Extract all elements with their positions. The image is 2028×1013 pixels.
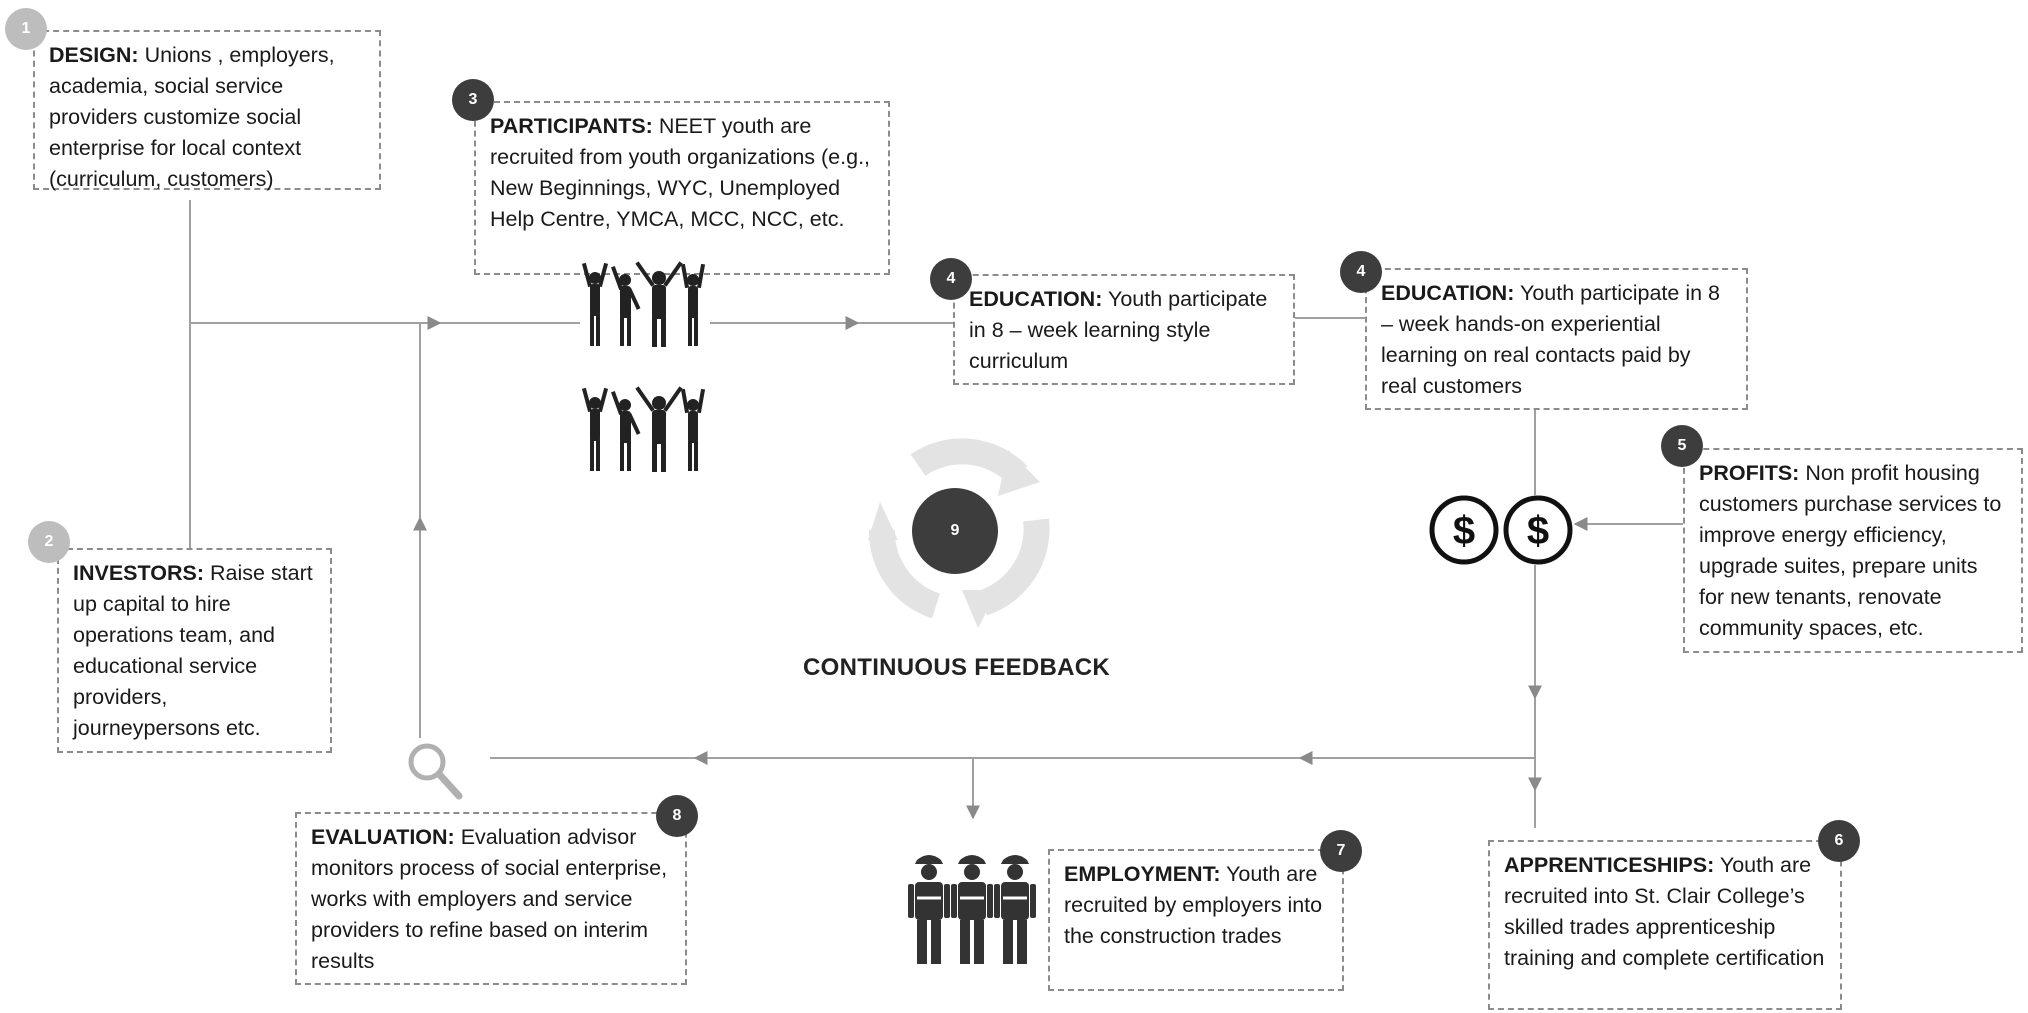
evaluation-box: EVALUATION: Evaluation advisor monitors … xyxy=(295,812,687,985)
evaluation-title: EVALUATION: xyxy=(311,825,455,849)
step-1-badge: 1 xyxy=(5,8,47,50)
education-1-box: EDUCATION: Youth participate in 8 – week… xyxy=(953,274,1295,385)
investors-title: INVESTORS: xyxy=(73,561,205,585)
education-1-text: Youth participate in 8 – week learning s… xyxy=(969,287,1268,373)
education-2-box: EDUCATION: Youth participate in 8 – week… xyxy=(1365,268,1748,410)
step-6-badge: 6 xyxy=(1818,820,1860,862)
investors-box: INVESTORS: Raise start up capital to hir… xyxy=(57,548,332,753)
svg-text:$: $ xyxy=(1453,509,1475,553)
design-title: DESIGN: xyxy=(49,43,139,67)
svg-text:$: $ xyxy=(1527,509,1549,553)
profits-box: PROFITS: Non profit housing customers pu… xyxy=(1683,448,2023,653)
step-7-badge: 7 xyxy=(1320,830,1362,872)
education-2-text: Youth participate in 8 – week hands-on e… xyxy=(1381,281,1720,398)
magnifying-glass-icon xyxy=(408,743,463,800)
education-2-title: EDUCATION: xyxy=(1381,281,1515,305)
participants-title: PARTICIPANTS: xyxy=(490,114,653,138)
dollar-coin-icon: $ $ xyxy=(1429,495,1573,565)
participants-box: PARTICIPANTS: NEET youth are recruited f… xyxy=(474,101,890,275)
participants-text: NEET youth are recruited from youth orga… xyxy=(490,114,871,231)
apprenticeships-text: Youth are recruited into St. Clair Colle… xyxy=(1504,853,1825,970)
design-box: DESIGN: Unions , employers, academia, so… xyxy=(33,30,381,191)
investors-text: Raise start up capital to hire operation… xyxy=(73,561,313,740)
step-8-badge: 8 xyxy=(656,795,698,837)
step-9-badge: 9 xyxy=(912,488,998,574)
profits-title: PROFITS: xyxy=(1699,461,1800,485)
employment-box: EMPLOYMENT: Youth are recruited by emplo… xyxy=(1048,849,1344,991)
step-4a-badge: 4 xyxy=(930,258,972,300)
evaluation-text: Evaluation advisor monitors process of s… xyxy=(311,825,668,973)
people-cheering-icon xyxy=(581,261,706,472)
step-4b-badge: 4 xyxy=(1340,251,1382,293)
design-text: Unions , employers, academia, social ser… xyxy=(49,43,335,191)
apprenticeships-box: APPRENTICESHIPS: Youth are recruited int… xyxy=(1488,840,1842,1010)
step-5-badge: 5 xyxy=(1661,425,1703,467)
continuous-feedback-label: CONTINUOUS FEEDBACK xyxy=(803,654,1111,681)
cycle-arrows-icon xyxy=(868,438,1050,628)
apprenticeships-title: APPRENTICESHIPS: xyxy=(1504,853,1715,877)
step-3-badge: 3 xyxy=(452,79,494,121)
step-2-badge: 2 xyxy=(28,521,70,563)
profits-text: Non profit housing customers purchase se… xyxy=(1699,461,2002,640)
employment-title: EMPLOYMENT: xyxy=(1064,862,1221,886)
person-silhouette xyxy=(581,262,609,346)
education-1-title: EDUCATION: xyxy=(969,287,1103,311)
construction-workers-icon xyxy=(908,855,1036,964)
employment-text: Youth are recruited by employers into th… xyxy=(1064,862,1323,948)
